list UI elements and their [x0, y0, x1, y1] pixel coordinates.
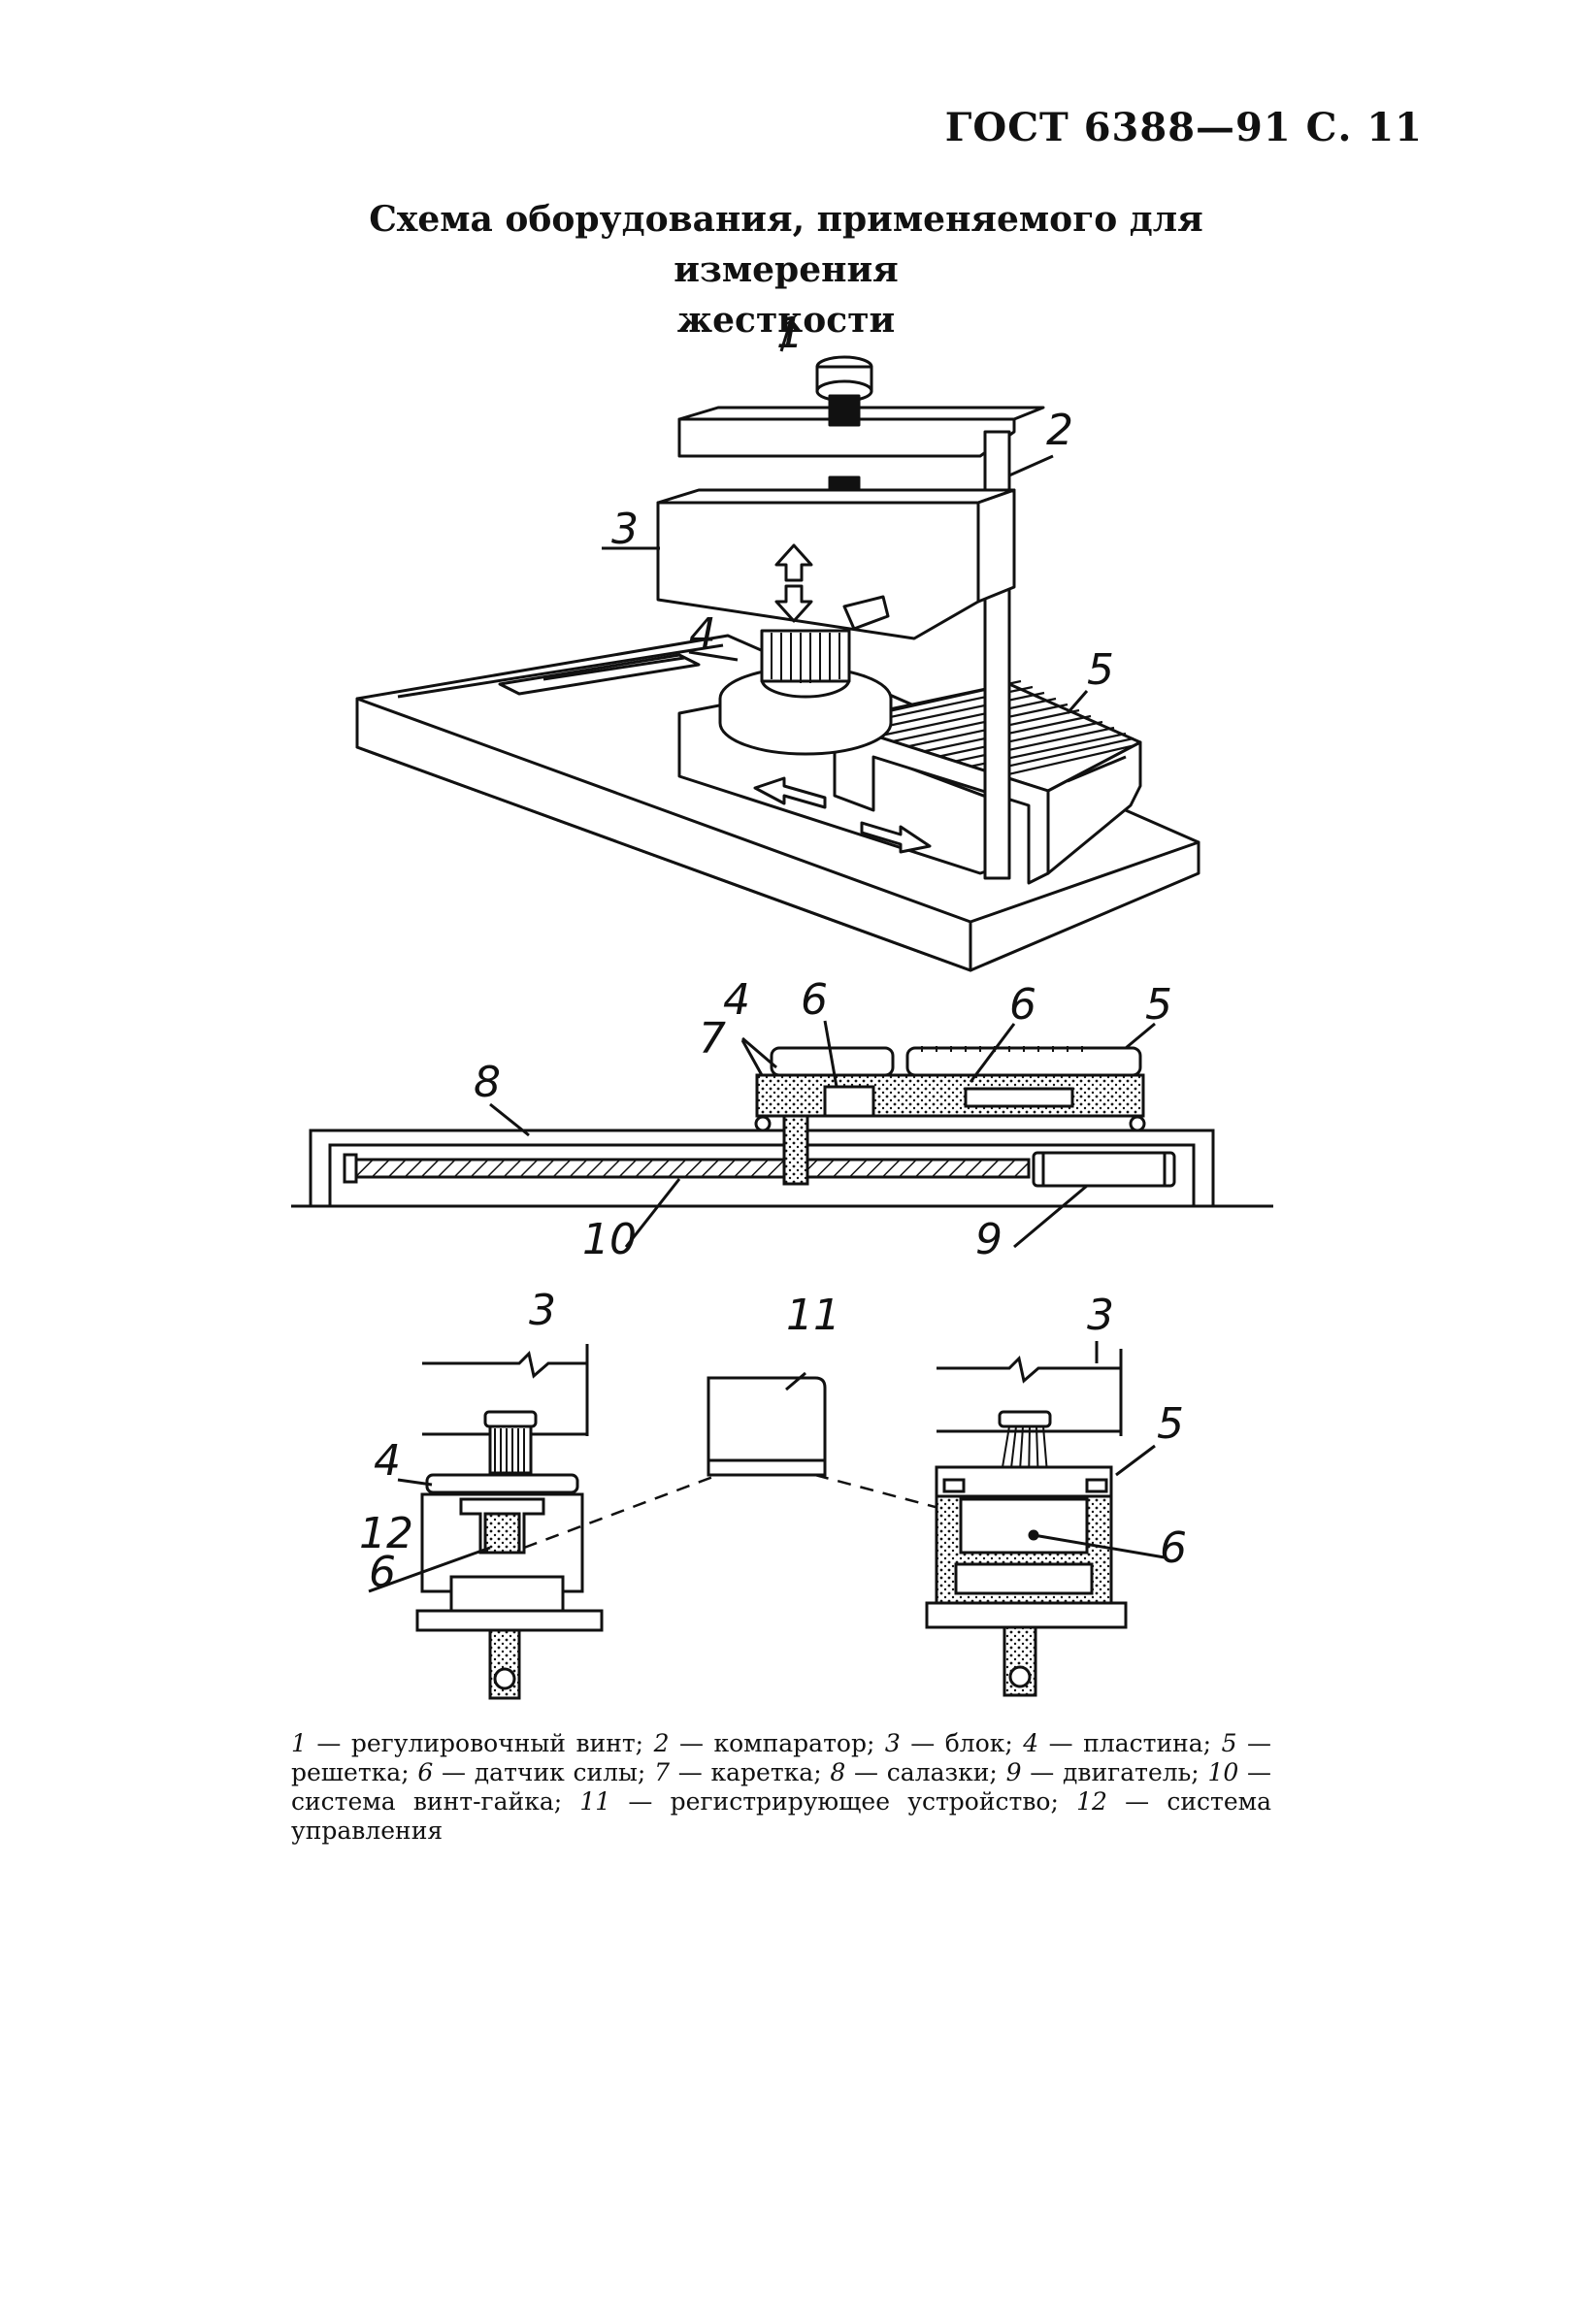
figure-legend: 1 — регулировочный винт; 2 — компаратор;…	[291, 1729, 1271, 1846]
right-assembly	[925, 1341, 1166, 1697]
callout-5-side: 5	[1145, 980, 1172, 1030]
legend-item-12: 12 — система управления	[291, 1787, 1271, 1845]
legend-item-7: 7 — каретка;	[654, 1758, 831, 1786]
legend-item-1: 1 — регулировочный винт;	[291, 1729, 654, 1757]
travel-arrows	[753, 776, 932, 854]
block-3	[656, 488, 1016, 640]
callout-12: 12	[359, 1509, 413, 1558]
figure-title: Схема оборудования, применяемого для изм…	[291, 194, 1281, 345]
callout-6-side-b: 6	[1009, 980, 1036, 1030]
callout-3: 3	[611, 505, 639, 554]
callout-11: 11	[786, 1291, 840, 1340]
side-section-view	[291, 1020, 1273, 1249]
callout-6-right: 6	[1160, 1523, 1187, 1573]
comparator-frame-2	[677, 406, 1045, 880]
callout-9: 9	[975, 1215, 1003, 1264]
legend-item-10: 10 — система винт-гайка;	[291, 1758, 1272, 1816]
callout-5: 5	[1087, 645, 1114, 695]
standard-reference: ГОСТ 6388—91 С. 11	[944, 105, 1423, 150]
callout-6-left: 6	[369, 1548, 396, 1597]
isometric-view	[355, 355, 1200, 972]
callout-labels: 1 2 3 4 5 4 6 6 5 7 8 10 9 3 4 12 6 11 3…	[359, 309, 1187, 1597]
callout-4: 4	[689, 609, 716, 659]
legend-item-2: 2 — компаратор;	[653, 1729, 885, 1757]
figure-title-line-1: Схема оборудования, применяемого для изм…	[369, 199, 1203, 290]
legend-item-4: 4 — пластина;	[1023, 1729, 1222, 1757]
bottom-section-views	[368, 1341, 1166, 1700]
callout-10: 10	[582, 1215, 637, 1264]
motor-9	[1032, 1151, 1176, 1188]
legend-item-11: 11 — регистрирующее устройство;	[579, 1787, 1077, 1816]
callout-4-side: 4	[723, 975, 750, 1025]
callout-4-left: 4	[374, 1436, 401, 1486]
callout-5-right: 5	[1157, 1399, 1184, 1449]
legend-item-9: 9 — двигатель;	[1005, 1758, 1208, 1786]
callout-8: 8	[474, 1058, 501, 1107]
legend-item-8: 8 — салазки;	[830, 1758, 1006, 1786]
adjustment-screw-1	[815, 355, 873, 501]
recording-device-11	[707, 1371, 827, 1477]
callout-2: 2	[1046, 406, 1073, 455]
legend-item-3: 3 — блок;	[884, 1729, 1024, 1757]
callout-3-left: 3	[529, 1286, 556, 1335]
plate-4	[718, 629, 893, 756]
grid-5-section	[905, 1046, 1142, 1077]
callout-3-right: 3	[1087, 1291, 1114, 1340]
callout-7: 7	[699, 1014, 726, 1064]
legend-item-6: 6 — датчик силы;	[417, 1758, 655, 1786]
carriage-7	[754, 1073, 1146, 1132]
left-assembly	[368, 1344, 604, 1700]
legend-item-5: 5 — решетка;	[291, 1729, 1271, 1786]
callout-6-side-a: 6	[801, 975, 828, 1025]
lead-screw-10	[347, 1158, 1031, 1179]
